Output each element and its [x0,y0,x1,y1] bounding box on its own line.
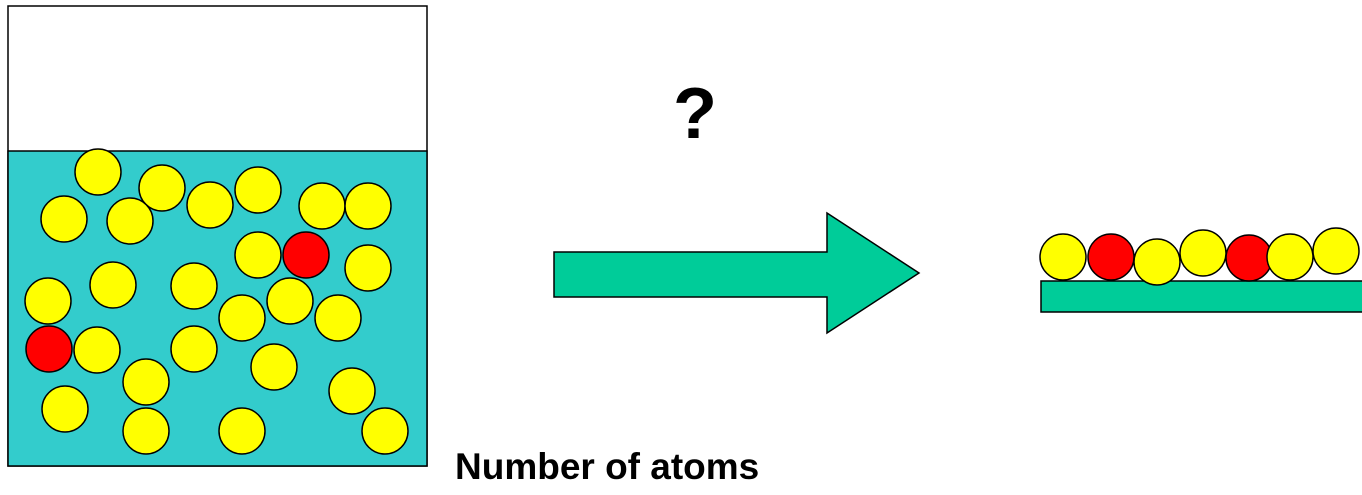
majority-atom [234,166,282,214]
majority-atom [250,343,298,391]
number-of-atoms-caption: Number of atoms [455,446,760,487]
substrate-icon [1040,280,1362,313]
majority-atom [122,407,170,455]
minority-atom [25,325,73,373]
majority-atom [344,182,392,230]
majority-atom [186,181,234,229]
majority-atom [24,277,72,325]
majority-atom [314,294,362,342]
adsorbed-majority-atom [1133,238,1181,286]
majority-atom [234,231,282,279]
adsorbed-majority-atom [1179,229,1227,277]
majority-atom [138,164,186,212]
majority-atom [218,294,266,342]
majority-atom [74,148,122,196]
adsorbed-majority-atom [1266,233,1314,281]
majority-atom [328,367,376,415]
majority-atom [73,326,121,374]
adsorbed-minority-atom [1225,234,1273,282]
majority-atom [361,407,409,455]
substrate-slab [1040,280,1362,313]
solution-atoms [24,148,409,455]
adsorbed-majority-atom [1039,233,1087,281]
adsorbed-majority-atom [1312,227,1360,275]
adsorbed-minority-atom [1087,233,1135,281]
surface-atoms [1039,227,1360,286]
majority-atom [122,358,170,406]
minority-atom [282,231,330,279]
majority-atom [40,195,88,243]
majority-atom [344,244,392,292]
majority-atom [298,182,346,230]
majority-atom [41,385,89,433]
majority-atom [106,197,154,245]
majority-atom [170,325,218,373]
majority-atom [266,277,314,325]
majority-atom [89,261,137,309]
right-arrow-icon [553,211,921,335]
question-mark: ? [673,74,717,154]
majority-atom [218,407,266,455]
majority-atom [170,262,218,310]
